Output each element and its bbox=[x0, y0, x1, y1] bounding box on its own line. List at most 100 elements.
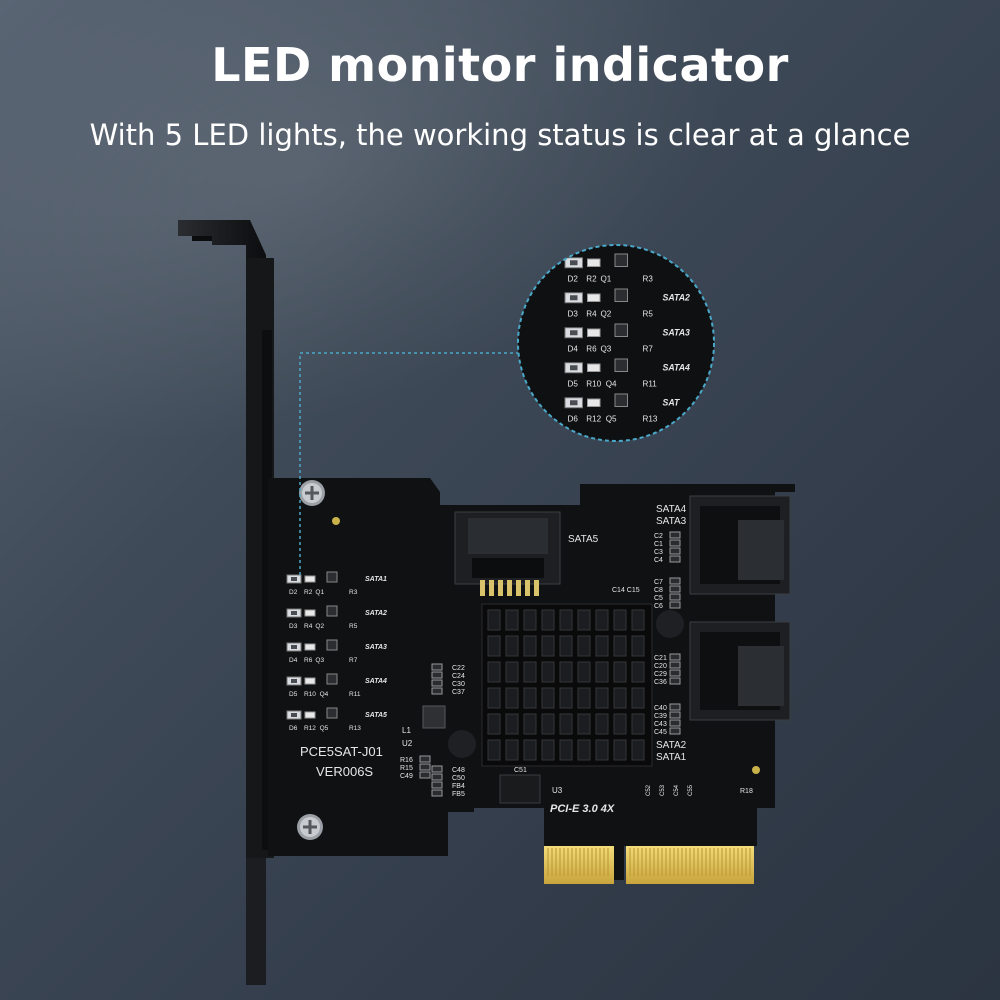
sata-row-label: SATA5 bbox=[365, 712, 387, 719]
component-label: C8 bbox=[654, 587, 663, 594]
board-version: VER006S bbox=[316, 764, 373, 779]
heatsink-fin bbox=[595, 661, 609, 683]
led-lens bbox=[570, 330, 578, 336]
heatsink-fin bbox=[487, 687, 501, 709]
component-label: C4 bbox=[654, 557, 663, 564]
resistor-label: R10 bbox=[304, 691, 316, 698]
resistor-label: R2 bbox=[586, 275, 597, 284]
heatsink-fin bbox=[631, 609, 645, 631]
sata1-label: SATA1 bbox=[656, 752, 687, 763]
heatsink-fin bbox=[595, 635, 609, 657]
heatsink-fin bbox=[631, 687, 645, 709]
led-lens bbox=[570, 365, 578, 371]
smd-component bbox=[669, 727, 681, 735]
smd-component bbox=[669, 669, 681, 677]
connector-pin bbox=[480, 580, 485, 596]
transistor-label: Q3 bbox=[315, 657, 324, 664]
heatsink-fin bbox=[523, 687, 537, 709]
sata-port-2-1 bbox=[689, 621, 791, 721]
heatsink-fin bbox=[541, 635, 555, 657]
callout-line bbox=[299, 352, 518, 575]
heatsink-fin bbox=[523, 609, 537, 631]
sata4-label: SATA4 bbox=[656, 504, 687, 515]
smd-component bbox=[431, 789, 443, 797]
transistor-icon bbox=[614, 253, 628, 267]
led-lens bbox=[570, 295, 578, 301]
heatsink-fin bbox=[577, 739, 591, 761]
chip-u3 bbox=[499, 774, 541, 804]
via-dot bbox=[752, 766, 760, 774]
resistor2-label: R11 bbox=[349, 691, 361, 698]
heatsink-fin bbox=[559, 687, 573, 709]
sata2-label: SATA2 bbox=[656, 740, 687, 751]
connector-pin bbox=[507, 580, 512, 596]
transistor-label: Q2 bbox=[315, 623, 324, 630]
heatsink-fin bbox=[487, 739, 501, 761]
smd-component bbox=[431, 671, 443, 679]
l1-label: L1 bbox=[402, 726, 411, 735]
resistor-icon bbox=[587, 293, 601, 302]
led-label: D3 bbox=[568, 310, 579, 319]
sata5-label: SATA5 bbox=[568, 534, 599, 545]
heatsink-fin bbox=[595, 687, 609, 709]
heatsink-fin bbox=[523, 739, 537, 761]
smd-component bbox=[669, 711, 681, 719]
heatsink-fin bbox=[523, 661, 537, 683]
transistor-icon bbox=[326, 673, 338, 685]
resistor-label: R6 bbox=[304, 657, 313, 664]
component-label: C37 bbox=[452, 689, 465, 696]
transistor-icon bbox=[614, 393, 628, 407]
led-label: D4 bbox=[289, 657, 298, 664]
heatsink-fin bbox=[487, 609, 501, 631]
component-label: C40 bbox=[654, 705, 667, 712]
component-label: C1 bbox=[654, 541, 663, 548]
heatsink-fin bbox=[631, 661, 645, 683]
led-lens bbox=[291, 611, 297, 615]
heatsink-fin bbox=[523, 713, 537, 735]
transistor-icon bbox=[326, 605, 338, 617]
heatsink-fin bbox=[577, 661, 591, 683]
transistor-label: Q1 bbox=[601, 275, 612, 284]
component-label: FB4 bbox=[452, 783, 465, 790]
component-label: C55 bbox=[688, 784, 694, 796]
heatsink-fin bbox=[487, 713, 501, 735]
resistor-icon bbox=[304, 609, 316, 617]
resistor-icon bbox=[304, 575, 316, 583]
sata3-label: SATA3 bbox=[656, 516, 687, 527]
resistor2-label: R3 bbox=[349, 589, 358, 596]
smd-component bbox=[669, 719, 681, 727]
resistor-label: R2 bbox=[304, 589, 313, 596]
sata-row-label: SATA3 bbox=[663, 327, 691, 337]
transistor-icon bbox=[614, 288, 628, 302]
led-lens bbox=[291, 679, 297, 683]
heatsink-fin bbox=[559, 661, 573, 683]
component-label: C30 bbox=[452, 681, 465, 688]
r18-label: R18 bbox=[740, 788, 753, 795]
resistor-label: R6 bbox=[586, 345, 597, 354]
smd-component bbox=[669, 585, 681, 593]
component-label: FB5 bbox=[452, 791, 465, 798]
heatsink-fin bbox=[541, 739, 555, 761]
smd-component bbox=[669, 661, 681, 669]
component-label: C24 bbox=[452, 673, 465, 680]
heatsink-fin bbox=[577, 609, 591, 631]
led-label: D2 bbox=[289, 589, 298, 596]
smd-component bbox=[419, 755, 431, 763]
smd-component bbox=[669, 677, 681, 685]
resistor-icon bbox=[304, 677, 316, 685]
screw-top bbox=[299, 480, 325, 506]
heatsink-fin bbox=[505, 687, 519, 709]
component-label: C39 bbox=[654, 713, 667, 720]
led-label: D6 bbox=[568, 415, 579, 424]
smd-component bbox=[669, 539, 681, 547]
heatsink-fin bbox=[577, 713, 591, 735]
transistor-label: Q5 bbox=[320, 725, 329, 732]
transistor-label: Q3 bbox=[601, 345, 612, 354]
transistor-label: Q4 bbox=[320, 691, 329, 698]
smd-component bbox=[669, 593, 681, 601]
heatsink-fin bbox=[613, 687, 627, 709]
